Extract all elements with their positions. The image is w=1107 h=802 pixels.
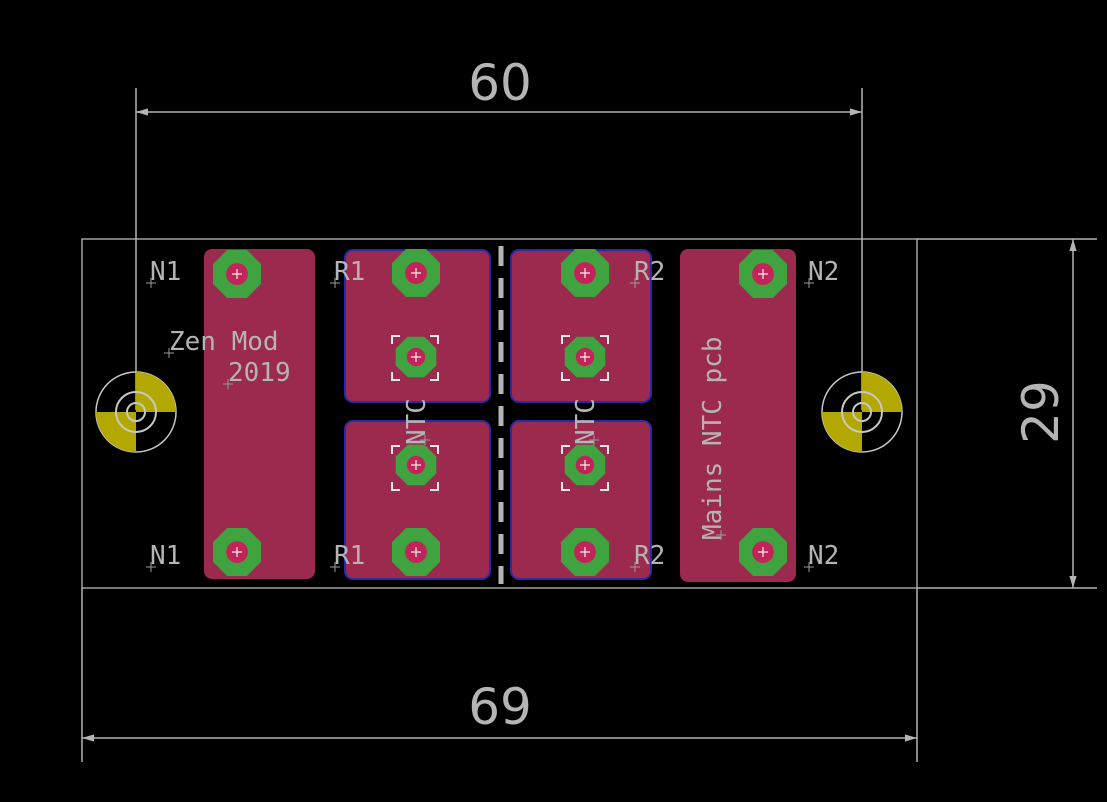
silkscreen-ntc-right: NTC <box>571 398 601 445</box>
copper-pour-r2-bottom <box>510 420 652 580</box>
label-n2-bottom: N2 <box>808 541 839 571</box>
tht-pads <box>213 249 787 576</box>
pad-r1-top <box>392 249 440 297</box>
silkscreen-brand-line2: 2019 <box>228 358 291 388</box>
label-r2-top: R2 <box>634 257 665 287</box>
ntc-right-outline <box>561 335 609 491</box>
origin-markers <box>146 278 814 572</box>
label-n1-top: N1 <box>150 257 181 287</box>
silkscreen-ntc-left: NTC <box>402 398 432 445</box>
pad-ntc-left-2 <box>395 444 437 486</box>
label-r1-bottom: R1 <box>334 541 365 571</box>
pad-n1-bottom <box>213 528 261 576</box>
pad-r1-bottom <box>392 528 440 576</box>
label-r1-top: R1 <box>334 257 365 287</box>
dimension-height <box>917 238 1097 589</box>
copper-pour-n1 <box>204 249 315 579</box>
dimension-height-label: 29 <box>1012 380 1070 444</box>
pad-r2-bottom <box>561 528 609 576</box>
dimension-top-label: 60 <box>468 54 532 112</box>
pad-r2-top <box>561 249 609 297</box>
mounting-hole-left <box>95 371 177 453</box>
dimension-bottom <box>81 588 918 762</box>
pad-ntc-right-2 <box>564 444 606 486</box>
copper-pour-n2 <box>680 249 796 582</box>
copper-pour-r1-bottom <box>344 420 491 580</box>
board-outline <box>81 238 918 589</box>
pad-ntc-left-1 <box>395 336 437 378</box>
label-r2-bottom: R2 <box>634 541 665 571</box>
label-n1-bottom: N1 <box>150 541 181 571</box>
silkscreen-board-title: Mains NTC pcb <box>698 337 728 541</box>
pad-n2-top <box>739 250 787 298</box>
label-n2-top: N2 <box>808 257 839 287</box>
dimension-bottom-label: 69 <box>468 678 532 736</box>
pad-n2-bottom <box>739 528 787 576</box>
pad-n1-top <box>213 250 261 298</box>
mounting-hole-right <box>821 371 903 453</box>
pad-ntc-right-1 <box>564 336 606 378</box>
ntc-left-outline <box>391 335 439 491</box>
silkscreen-brand-line1: Zen Mod <box>169 327 279 357</box>
dimension-top <box>135 88 863 410</box>
